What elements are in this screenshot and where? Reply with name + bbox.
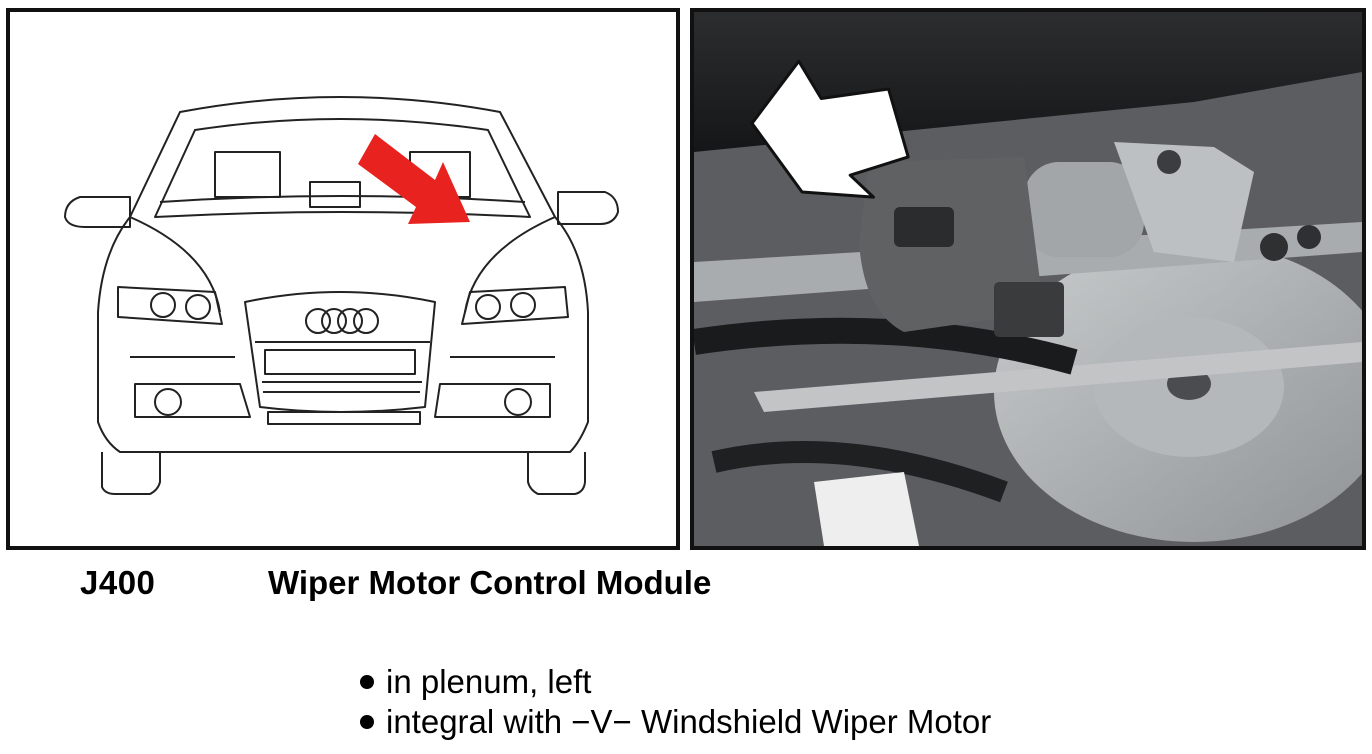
note-item: in plenum, left xyxy=(360,662,991,702)
note-item: integral with −V− Windshield Wiper Motor xyxy=(360,702,991,742)
bullet-icon xyxy=(360,715,374,729)
engine-bay-photo xyxy=(690,8,1366,550)
red-arrow-icon xyxy=(358,134,470,224)
note-text: in plenum, left xyxy=(386,663,592,700)
white-arrow-icon xyxy=(750,59,910,199)
note-text: integral with −V− Windshield Wiper Motor xyxy=(386,703,992,740)
location-notes: in plenum, left integral with −V− Windsh… xyxy=(360,662,991,742)
car-front-drawing xyxy=(64,96,619,495)
car-front-illustration xyxy=(6,8,680,550)
component-title: Wiper Motor Control Module xyxy=(268,564,712,601)
bullet-icon xyxy=(360,675,374,689)
component-code: J400 xyxy=(80,564,156,601)
engine-bay-drawing xyxy=(694,12,1362,546)
